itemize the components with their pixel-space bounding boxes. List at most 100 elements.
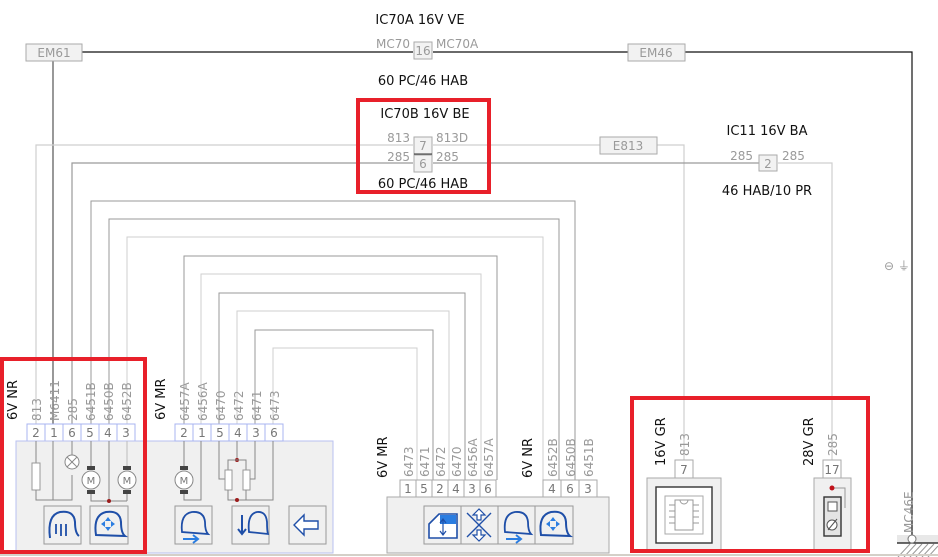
ic70b-pin-bot: 6	[419, 157, 427, 171]
wire-label: 6457A	[482, 437, 496, 477]
junction-dot	[107, 499, 111, 503]
pin-number: 4	[548, 482, 556, 496]
wire-813	[35, 144, 413, 425]
ic11-pin-box[interactable]	[758, 154, 778, 172]
ic70b-pin-bot-box[interactable]	[413, 154, 433, 173]
wire-label: 6456A	[466, 437, 480, 477]
window-switch-icon[interactable]	[423, 505, 462, 545]
wire-label: 6451B	[84, 382, 98, 421]
wires	[35, 51, 913, 540]
ground-label: MC46E	[902, 491, 916, 533]
mirror-fold-icon[interactable]	[174, 505, 213, 545]
sensor-icon	[823, 496, 842, 537]
wire-label: 6452B	[120, 382, 134, 421]
svg-text:M: M	[123, 476, 132, 487]
pin-number: 6	[68, 426, 76, 440]
c1-title: 6V NR	[6, 380, 21, 420]
ic70b-left-top: 813	[387, 131, 410, 145]
motor-icon	[81, 470, 101, 490]
pin-number: 4	[104, 426, 112, 440]
mirror-adjust-icon[interactable]	[89, 505, 129, 545]
ic70b-pin-top: 7	[419, 139, 427, 153]
connector-c5[interactable]: 16V GR 813 7	[646, 417, 722, 551]
wire-label: 6470	[214, 390, 228, 421]
mirror-heating-icon[interactable]	[43, 505, 82, 545]
ic70b-right-bot: 285	[436, 150, 459, 164]
pin-number: 1	[50, 426, 58, 440]
ecu-chip-icon	[655, 486, 713, 544]
highlight-ic70b	[356, 98, 491, 194]
wire-label: 6471	[250, 390, 264, 421]
e813-text: E813	[613, 139, 644, 153]
ic70b-left-bot: 285	[387, 150, 410, 164]
mirror-adjust-icon[interactable]	[534, 505, 574, 545]
arrow-left-icon[interactable]	[288, 505, 327, 545]
ic11-pin: 2	[764, 157, 772, 171]
pin-number: 7	[680, 463, 688, 477]
ic11-footer: 46 HAB/10 PR	[722, 184, 812, 199]
motor-icon	[174, 470, 194, 490]
pin-number: 3	[584, 482, 592, 496]
fold-unfold-icon[interactable]	[460, 505, 499, 545]
pin-number: 6	[270, 426, 278, 440]
c4-title: 6V NR	[521, 438, 536, 478]
wire-label: 6472	[434, 446, 448, 477]
wire-6471	[254, 329, 434, 480]
ic70a-pin-box[interactable]	[413, 41, 433, 60]
pin-number: 1	[198, 426, 206, 440]
wire-6473	[272, 347, 418, 480]
ic70a-pin: 16	[415, 44, 430, 58]
wire-label: 285	[66, 398, 80, 421]
e813-label[interactable]: E813	[599, 136, 658, 155]
wire-285-sensor	[778, 162, 833, 460]
pin-number: 1	[404, 482, 412, 496]
pin-number: 3	[468, 482, 476, 496]
wire-label: 6451B	[582, 438, 596, 477]
pin-number: 5	[216, 426, 224, 440]
potentiometer-icon	[224, 469, 233, 491]
c5-pins: 7	[674, 459, 694, 479]
wire-em46-ground	[685, 51, 913, 540]
wire-label: 6452B	[546, 438, 560, 477]
ic70b-footer: 60 PC/46 HAB	[378, 177, 468, 192]
wire-6456a	[200, 273, 482, 480]
wire-813-ecu	[657, 144, 685, 460]
ic70a-block: IC70A 16V VE MC70 16 MC70A 60 PC/46 HAB	[375, 13, 479, 89]
pin-box[interactable]	[264, 423, 284, 442]
mirror-fold-icon[interactable]	[497, 505, 536, 545]
c5-title: 16V GR	[654, 417, 669, 466]
highlight-connector-c1	[0, 357, 147, 554]
ic70b-right-top: 813D	[436, 131, 468, 145]
wire-6452b	[126, 236, 544, 480]
pin-number: 6	[484, 482, 492, 496]
wire-label: 6450B	[102, 382, 116, 421]
wire-label: 813	[678, 433, 692, 456]
em46-text: EM46	[639, 46, 672, 60]
wire-label: M6411	[48, 380, 62, 421]
svg-text:M: M	[180, 476, 189, 487]
mirror-tilt-down-icon[interactable]	[231, 505, 270, 545]
wire-285	[71, 162, 413, 425]
wire-label: 6473	[268, 390, 282, 421]
pin-number: 2	[436, 482, 444, 496]
em46-label[interactable]: EM46	[627, 43, 686, 62]
pin-number: 17	[824, 463, 839, 477]
connector-c6[interactable]: 28V GR 285 17	[802, 417, 852, 551]
wire-6470	[218, 292, 466, 480]
ic11-right: 285	[782, 149, 805, 163]
ic70b-title: IC70B 16V BE	[380, 107, 469, 122]
c6-title: 28V GR	[802, 417, 817, 466]
c3-title: 6V MR	[376, 436, 391, 478]
c6-pins: 17	[822, 459, 842, 479]
em61-label[interactable]: EM61	[25, 43, 83, 62]
pin-number: 5	[86, 426, 94, 440]
